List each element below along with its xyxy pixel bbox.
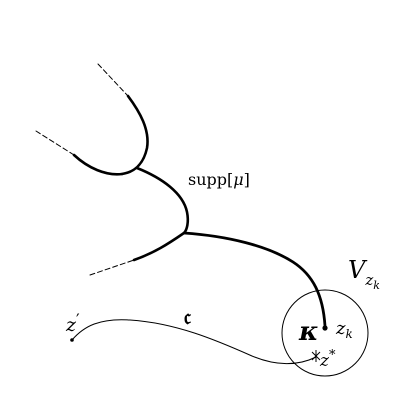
point-z-k	[322, 325, 328, 331]
main-arm-to-kappa	[182, 231, 327, 328]
upper-branch-left-arm	[72, 153, 124, 176]
lower-left-arm	[132, 231, 186, 262]
dashed-extension-left	[35, 130, 75, 156]
point-z-prime	[70, 338, 74, 342]
neighbourhood-label: Vzk	[348, 256, 380, 292]
z-star-label: z*	[319, 348, 336, 371]
support-curves	[35, 63, 327, 328]
middle-stem	[135, 166, 190, 235]
curve-c	[71, 319, 317, 365]
dashed-extension-top	[97, 63, 129, 97]
dashed-extension-lower	[89, 259, 135, 276]
point-z-star	[311, 350, 321, 362]
z-prime-label: z′	[65, 310, 80, 336]
kappa-label: κ	[298, 317, 319, 347]
upper-branch-right-arm	[120, 94, 149, 176]
neighbourhood-circle	[281, 289, 369, 377]
support-label: supp[μ]	[188, 170, 250, 189]
curve-c-label: 𝔠	[184, 304, 192, 330]
z-k-label: zk	[335, 318, 353, 341]
